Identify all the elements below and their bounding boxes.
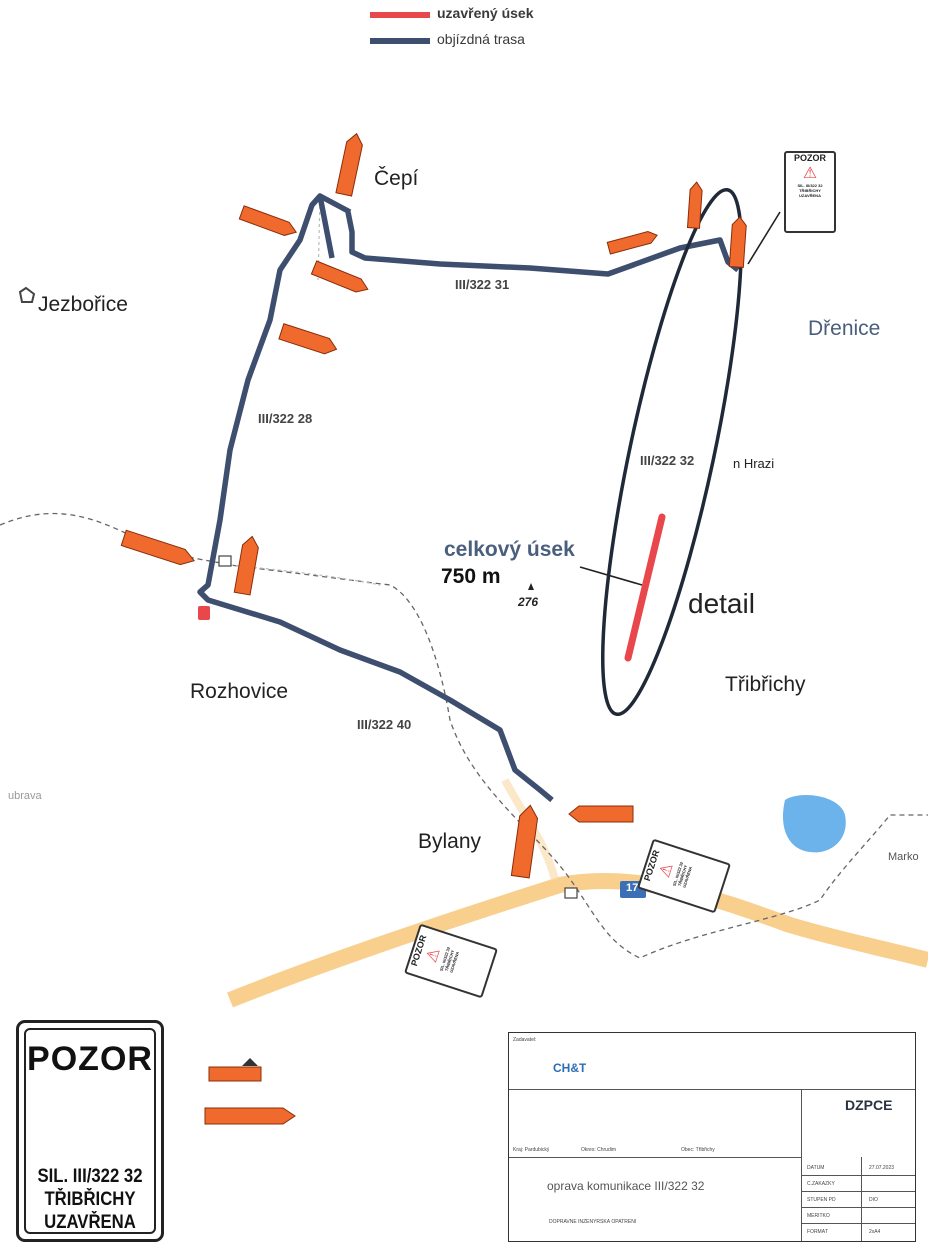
row-label: STUPEŇ PD	[807, 1197, 836, 1203]
place-hrazi: n Hrazi	[733, 456, 775, 471]
arrow-rozhovice-left	[120, 529, 195, 566]
sign-pointer	[747, 211, 781, 265]
row-value: DIO	[869, 1197, 878, 1203]
jezborice-symbol	[18, 286, 36, 303]
detail-ellipse	[601, 187, 743, 717]
tb-divider	[801, 1207, 915, 1208]
place-cepi: Čepí	[374, 167, 419, 190]
place-drenice: Dřenice	[808, 317, 881, 340]
mini-sign-line1: SIL. III/322 32	[797, 183, 823, 188]
mini-warning-icon: ⚠	[802, 165, 818, 182]
place-rozhovice: Rozhovice	[190, 680, 289, 703]
legend-closed-label: uzavřený úsek	[437, 5, 534, 21]
tb-divider	[509, 1089, 915, 1090]
detail-label: detail	[688, 588, 755, 619]
company-logo: CH&T	[553, 1061, 587, 1075]
arrow-cepi-top	[335, 132, 363, 197]
investor-label: Zadavatel:	[513, 1037, 537, 1043]
road-label-17: 17	[626, 882, 639, 894]
legend-detour-label: objízdná trasa	[437, 31, 525, 47]
tb-divider	[861, 1157, 862, 1241]
mini-sign-line2: TŘIBŘICHY	[799, 188, 821, 193]
arrow-legend-drenice-head	[242, 1058, 258, 1066]
row-label: FORMÁT	[807, 1229, 829, 1235]
row-label: MĚŘÍTKO	[807, 1213, 830, 1219]
road-label-32: III/322 32	[640, 453, 695, 468]
warning-sign-title: POZOR	[27, 1040, 153, 1078]
arrow-cepi-left	[238, 205, 298, 236]
title-block: Zadavatel: CH&T DZPCE Kraj: Pardubický O…	[508, 1032, 916, 1242]
okres: Okres: Chrudim	[581, 1147, 617, 1153]
warning-sign: POZOR SIL. III/322 32 TŘIBŘICHY UZAVŘENA	[16, 1020, 164, 1242]
bus-stop-rozhovice	[218, 555, 232, 567]
place-marko: Marko	[888, 851, 919, 863]
bus-stop-bylany	[564, 887, 578, 899]
place-dubrava: ubrava	[8, 790, 42, 802]
warning-sign-line3: UZAVŘENA	[44, 1212, 136, 1233]
arrow-rozhovice-up	[233, 535, 259, 596]
closure-pointer	[579, 566, 643, 586]
arrow-bylany-up	[510, 804, 539, 879]
arrow-legend-tribrichy	[204, 1107, 296, 1125]
place-tribrichy: Třibřichy	[725, 673, 806, 696]
arrow-drenice-left	[606, 231, 658, 255]
row-value: 2xA4	[869, 1229, 881, 1235]
mini-sign-title: POZOR	[793, 153, 826, 163]
arrow-drenice-right	[728, 216, 747, 268]
closure-total-label: celkový úsek	[444, 538, 575, 561]
closure-length: 750 m	[441, 565, 501, 588]
kraj: Kraj: Pardubický	[513, 1147, 550, 1153]
drawing-title: DOPRAVNĚ INŽENÝRSKÁ OPATŘENÍ	[549, 1219, 637, 1225]
company-name: DZPCE	[845, 1097, 893, 1113]
row-value: 27.07.2023	[869, 1165, 895, 1171]
obec: Obec: Třibřichy	[681, 1147, 715, 1153]
warning-sign-line2: TŘIBŘICHY	[44, 1189, 136, 1210]
tb-divider	[509, 1157, 801, 1158]
row-label: DATUM	[807, 1165, 825, 1171]
arrow-cepi-right	[310, 260, 369, 293]
arrow-cepi-lower	[278, 323, 338, 355]
closed-section	[624, 513, 666, 662]
project-title: oprava komunikace III/322 32	[547, 1179, 705, 1193]
tb-divider	[801, 1089, 802, 1241]
road-label-31: III/322 31	[455, 277, 510, 292]
arrow-legend-drenice	[208, 1066, 262, 1082]
warning-sign-icon-space	[26, 1079, 154, 1165]
tb-divider	[801, 1191, 915, 1192]
place-bylany: Bylany	[418, 830, 482, 853]
elevation-marker	[528, 583, 534, 590]
road-label-28: III/322 28	[258, 411, 313, 426]
warning-sign-inner: POZOR SIL. III/322 32 TŘIBŘICHY UZAVŘENA	[24, 1028, 156, 1234]
arrow-bylany-right	[568, 805, 634, 823]
direction-arrows	[120, 132, 747, 1125]
elevation-label: 276	[518, 595, 539, 609]
row-label: Č.ZAKÁZKY	[807, 1181, 835, 1187]
minor-path	[229, 199, 381, 586]
mini-sign-drenice: POZOR ⚠ SIL. III/322 32 TŘIBŘICHY UZAVŘE…	[784, 151, 836, 233]
road-label-40: III/322 40	[357, 717, 412, 732]
pond	[782, 795, 846, 853]
place-jezborice: Jezbořice	[38, 293, 128, 316]
detour-route	[197, 193, 740, 803]
building-marker	[198, 606, 210, 620]
tb-divider	[801, 1175, 915, 1176]
warning-sign-line1: SIL. III/322 32	[37, 1166, 143, 1187]
tb-divider	[801, 1223, 915, 1224]
mini-sign-line3: UZAVŘENA	[799, 193, 821, 198]
arrow-drenice-up	[686, 181, 703, 229]
main-road-17	[227, 872, 928, 1008]
